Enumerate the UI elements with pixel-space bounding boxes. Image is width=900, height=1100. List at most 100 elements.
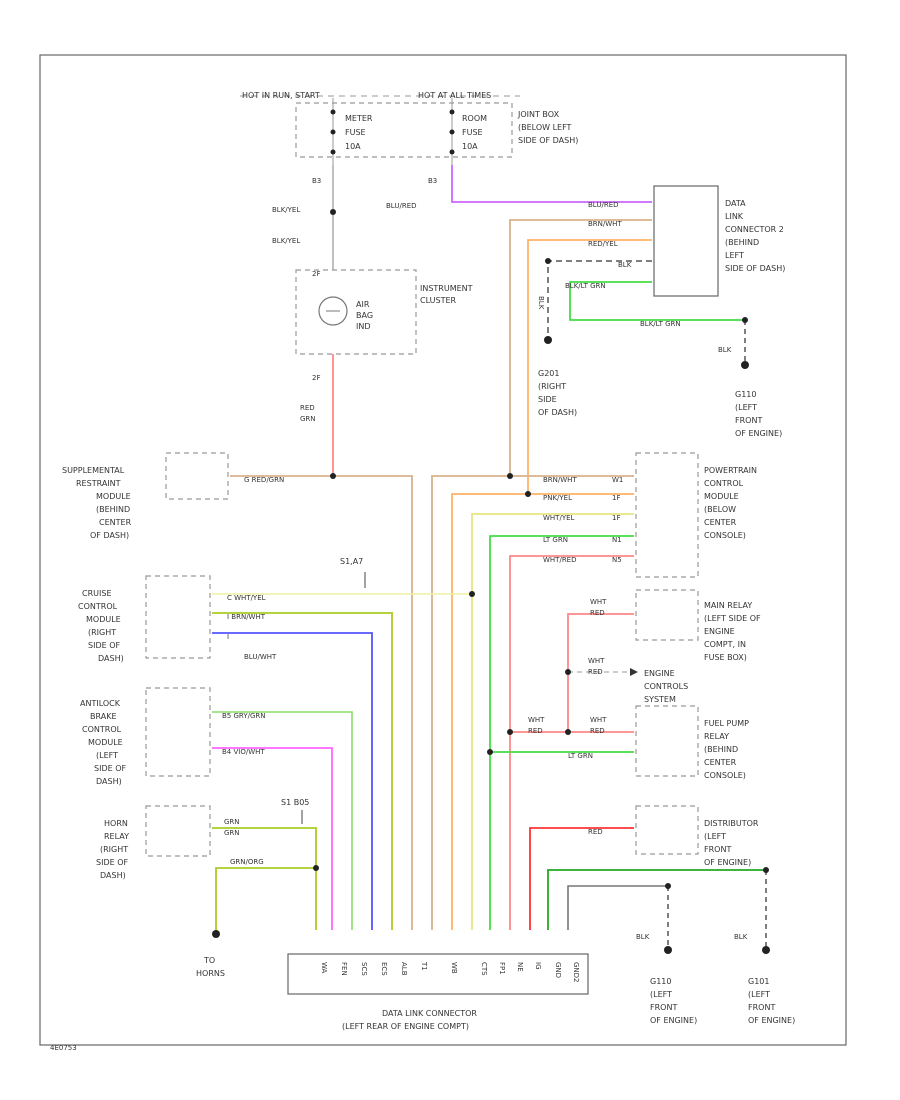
abs-label-6: SIDE OF xyxy=(94,764,126,773)
ground-2-wire: BLK xyxy=(734,933,748,941)
powertrain-control-module xyxy=(635,452,699,578)
wire-blu-red xyxy=(451,165,652,203)
data-link-connector xyxy=(287,953,589,995)
cruise-wire-2 xyxy=(212,612,393,930)
cruise-label-6: DASH) xyxy=(98,654,124,663)
pcm-label-3: MODULE xyxy=(704,492,739,501)
fuel-pump-label-4: CENTER xyxy=(704,758,737,767)
to-horns-line2: HORNS xyxy=(196,969,225,978)
pcm-wire-4 xyxy=(489,535,634,930)
cluster-label-2: CLUSTER xyxy=(420,296,457,305)
cruise-wire-label-3: I xyxy=(227,633,229,641)
cruise-wire-3 xyxy=(212,632,373,930)
distributor xyxy=(635,805,699,855)
pcm-label-6: CONSOLE) xyxy=(704,531,746,540)
ground-1-label-1: G110 xyxy=(650,977,671,986)
cruise-wire-label-2: I BRN/WHT xyxy=(227,613,266,621)
pcm-pin-1: W1 xyxy=(612,476,623,484)
dlc-label-1: DATA LINK CONNECTOR xyxy=(382,1009,477,1018)
dlc-pin-label: WB xyxy=(450,962,458,974)
abs-wire-1 xyxy=(212,711,353,930)
data-link-connector-2 xyxy=(653,185,719,297)
pcm-pin-3: 1F xyxy=(612,514,620,522)
cruise-splice-label: S1,A7 xyxy=(340,557,363,566)
cluster-pin-bottom: 2F xyxy=(312,374,320,382)
room-pin-label: B3 xyxy=(428,177,437,185)
main-relay xyxy=(635,589,699,641)
pcm-wire-1 xyxy=(431,475,634,930)
g201-label-4: OF DASH) xyxy=(538,408,577,417)
horn-label-1: HORN xyxy=(104,819,128,828)
meter-fuse-line1: METER xyxy=(345,114,373,123)
fuel-pump-label-3: (BEHIND xyxy=(704,745,738,754)
lamp-line2: BAG xyxy=(356,311,373,320)
fuel-pump-wire-a-2: RED xyxy=(528,727,543,735)
srs-label-5: CENTER xyxy=(99,518,132,527)
dlc-label-2: (LEFT REAR OF ENGINE COMPT) xyxy=(342,1022,469,1031)
g110-blk-label: BLK xyxy=(718,346,732,354)
diagram-code: 4E0753 xyxy=(50,1044,77,1052)
junction-box-line1: JOINT BOX xyxy=(517,110,560,119)
distributor-wire-label: RED xyxy=(588,828,603,836)
engine-controls-label-1: ENGINE xyxy=(644,669,675,678)
to-horns-terminal-icon xyxy=(212,930,220,938)
pcm-wire-2 xyxy=(451,493,634,930)
ground-1-label-2: (LEFT xyxy=(650,990,672,999)
ground-1-wire: BLK xyxy=(636,933,650,941)
cruise-label-5: SIDE OF xyxy=(88,641,120,650)
wire-red-grn-line1: RED xyxy=(300,404,315,412)
wire-ground-gray xyxy=(567,885,668,930)
pcm-label-1: POWERTRAIN xyxy=(704,466,757,475)
dlc2-label-1: DATA xyxy=(725,199,746,208)
pcm-wire-label-5: WHT/RED xyxy=(543,556,577,564)
horn-relay xyxy=(145,805,211,857)
g201-label-1: G201 xyxy=(538,369,559,378)
instrument-cluster xyxy=(295,269,417,355)
pcm-label-4: (BELOW xyxy=(704,505,736,514)
dlc2-wire-4: BLK xyxy=(618,261,632,269)
horn-wire-2-label: GRN xyxy=(224,829,240,837)
distributor-label-3: FRONT xyxy=(704,845,731,854)
g110-ground-symbol-bottom xyxy=(664,946,672,954)
hot-all-times-label: HOT AT ALL TIMES xyxy=(418,91,491,100)
fuel-pump-wire-b-2: RED xyxy=(590,727,605,735)
dlc2-label-6: SIDE OF DASH) xyxy=(725,264,785,273)
g110-top-label-3: FRONT xyxy=(735,416,762,425)
abs-label-4: MODULE xyxy=(88,738,123,747)
engine-controls-wire-1: WHT xyxy=(588,657,605,665)
dlc-pin-label: FEN xyxy=(340,962,348,976)
supplemental-restraint-module xyxy=(165,452,229,500)
pcm-wire-label-3: WHT/YEL xyxy=(543,514,575,522)
main-relay-label-5: FUSE BOX) xyxy=(704,653,747,662)
ground-2-label-1: G101 xyxy=(748,977,769,986)
engine-controls-wire-2: RED xyxy=(588,668,603,676)
abs-label-1: ANTILOCK xyxy=(80,699,121,708)
fuel-pump-wire-a-1: WHT xyxy=(528,716,545,724)
ground-2-label-2: (LEFT xyxy=(748,990,770,999)
wire-ground-green xyxy=(547,869,766,930)
abs-label-3: CONTROL xyxy=(82,725,122,734)
cruise-label-3: MODULE xyxy=(86,615,121,624)
to-horns-line1: TO xyxy=(203,956,215,965)
main-relay-label-4: COMPT, IN xyxy=(704,640,746,649)
main-relay-label-2: (LEFT SIDE OF xyxy=(704,614,761,623)
horn-label-2: RELAY xyxy=(104,832,129,841)
dlc2-wire-3: RED/YEL xyxy=(588,240,618,248)
main-relay-wire-1: WHT xyxy=(590,598,607,606)
srs-label-2: RESTRAINT xyxy=(76,479,121,488)
meter-fuse-line3: 10A xyxy=(345,142,361,151)
meter-fuse-line2: FUSE xyxy=(345,128,366,137)
dlc-pin-label: ALB xyxy=(400,962,408,976)
g101-ground-symbol xyxy=(762,946,770,954)
wire-red-grn-line2: GRN xyxy=(300,415,316,423)
lamp-line1: AIR xyxy=(356,300,370,309)
horn-label-4: SIDE OF xyxy=(96,858,128,867)
diagram-frame xyxy=(39,54,847,1046)
abs-label-7: DASH) xyxy=(96,777,122,786)
cruise-wire-label-1: C WHT/YEL xyxy=(227,594,266,602)
engine-controls-arrow-icon xyxy=(630,668,638,676)
abs-label-2: BRAKE xyxy=(90,712,117,721)
room-fuse-line3: 10A xyxy=(462,142,478,151)
main-relay-wire-2: RED xyxy=(590,609,605,617)
pcm-wire-3 xyxy=(471,513,634,930)
